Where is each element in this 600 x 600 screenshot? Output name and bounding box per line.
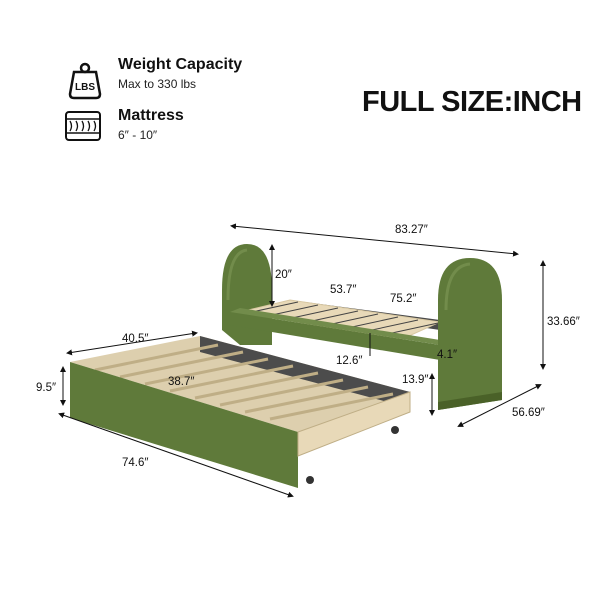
mattress-title: Mattress [118,107,184,124]
weight-capacity-value: Max to 330 lbs [118,77,197,91]
dim-overall-width: 56.69″ [512,407,545,419]
weight-capacity-title: Weight Capacity [118,56,243,73]
front-rail [230,312,440,360]
dim-inner-length: 75.2″ [390,293,416,305]
dim-side-rail: 12.6″ [336,355,362,367]
weight-capacity: Weight Capacity Max to 330 lbs [118,56,242,91]
dim-inner-width: 53.7″ [330,284,356,296]
dim-overall-length: 83.27″ [395,224,428,236]
weight-icon: LBS [68,62,102,100]
dim-trundle-length: 74.6″ [122,457,148,469]
mattress-thickness: 6″ - 10″ [118,128,158,142]
dim-trundle-height: 9.5″ [36,382,56,394]
mattress-spec: Mattress 6″ - 10″ [118,107,184,142]
dim-headboard-height: 20″ [275,269,292,281]
weight-icon-label: LBS [75,82,95,93]
dim-clearance: 13.9″ [402,374,428,386]
mattress-icon [65,111,101,141]
dim-trundle-slat-width: 38.7″ [168,376,194,388]
dim-trundle-width: 40.5″ [122,333,148,345]
dim-rail-thickness: 4.1″ [437,349,457,361]
right-footboard [438,258,502,410]
dim-overall-height: 33.66″ [547,316,580,328]
page-title: FULL SIZE:INCH [362,86,582,118]
